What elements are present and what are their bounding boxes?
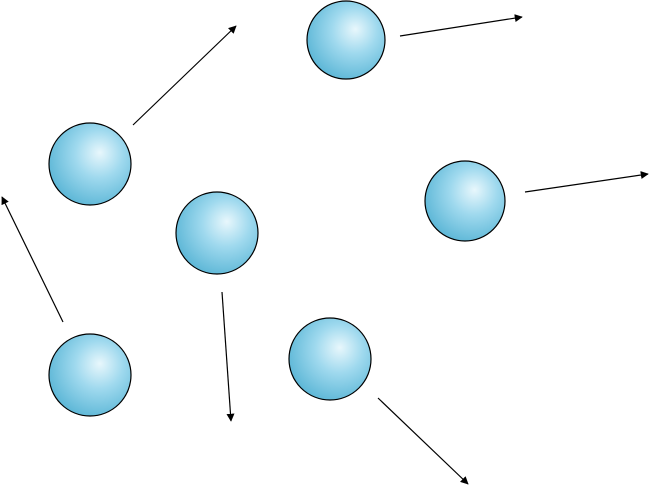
velocity-arrow-4 xyxy=(221,291,235,422)
sphere-5 xyxy=(48,333,132,417)
sphere-6 xyxy=(288,317,372,401)
particle-3 xyxy=(424,160,649,242)
sphere-3 xyxy=(424,160,506,242)
particle-2 xyxy=(48,25,237,206)
velocity-arrow-6 xyxy=(377,397,469,485)
velocity-arrow-2 xyxy=(132,25,237,126)
velocity-arrow-5 xyxy=(1,196,64,323)
particle-4 xyxy=(175,191,259,422)
sphere-1 xyxy=(306,0,386,80)
velocity-arrow-1 xyxy=(399,14,523,37)
particle-5 xyxy=(1,196,132,417)
particle-6 xyxy=(288,317,469,485)
sphere-4 xyxy=(175,191,259,275)
velocity-arrow-3 xyxy=(524,171,649,193)
sphere-2 xyxy=(48,122,132,206)
particle-1 xyxy=(306,0,523,80)
